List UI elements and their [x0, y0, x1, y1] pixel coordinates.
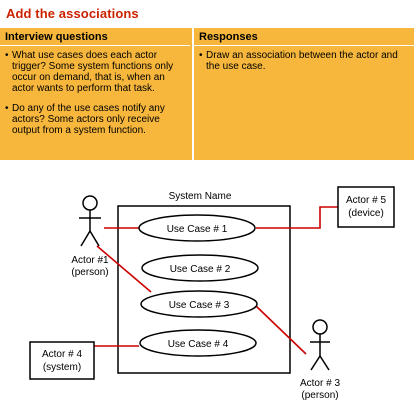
use-case-label: Use Case # 4 [168, 339, 229, 350]
actor4-type: (system) [43, 362, 81, 373]
actor5-box [337, 186, 395, 228]
actor5-name: Actor # 5 [346, 195, 386, 206]
association-uc3-actor3 [255, 305, 307, 355]
responses-column: Responses Draw an association between th… [194, 28, 414, 160]
actor3-type: (person) [301, 390, 338, 401]
questions-column: Interview questions What use cases does … [0, 28, 190, 160]
actor3-person-icon [310, 319, 330, 371]
questions-list: What use cases does each actor trigger? … [0, 46, 190, 136]
association-uc1-actor5 [256, 206, 338, 229]
responses-header: Responses [194, 28, 414, 46]
actor3-name: Actor # 3 [300, 378, 340, 389]
column-divider [192, 28, 194, 160]
actor4-name: Actor # 4 [42, 349, 82, 360]
association-actor1-uc3 [96, 245, 152, 293]
associations [94, 206, 338, 355]
use-case-ellipse [139, 329, 257, 357]
use-case-label: Use Case # 1 [167, 224, 228, 235]
use-case-1: Use Case # 1 [138, 214, 256, 242]
actor1-type: (person) [71, 267, 108, 278]
question-item: What use cases does each actor trigger? … [5, 50, 186, 94]
use-case-label: Use Case # 3 [169, 300, 230, 311]
use-case-ellipse [138, 214, 256, 242]
responses-list: Draw an association between the actor an… [194, 46, 414, 72]
actor4-box [29, 341, 95, 380]
use-case-ellipse [140, 290, 258, 318]
use-case-ellipse [141, 254, 259, 282]
page-title: Add the associations [6, 6, 139, 21]
system-name: System Name [169, 191, 232, 202]
actor1-name: Actor #1 [71, 255, 109, 266]
actor1-person-icon [79, 195, 101, 247]
use-case-2: Use Case # 2 [141, 254, 259, 282]
use-case-label: Use Case # 2 [170, 264, 231, 275]
use-case-3: Use Case # 3 [140, 290, 258, 318]
use-case-4: Use Case # 4 [139, 329, 257, 357]
questions-header: Interview questions [0, 28, 190, 46]
interview-table: Interview questions What use cases does … [0, 28, 414, 160]
question-item: Do any of the use cases notify any actor… [5, 103, 186, 136]
system-boundary [117, 205, 291, 374]
response-item: Draw an association between the actor an… [199, 50, 410, 72]
actor5-type: (device) [348, 208, 384, 219]
